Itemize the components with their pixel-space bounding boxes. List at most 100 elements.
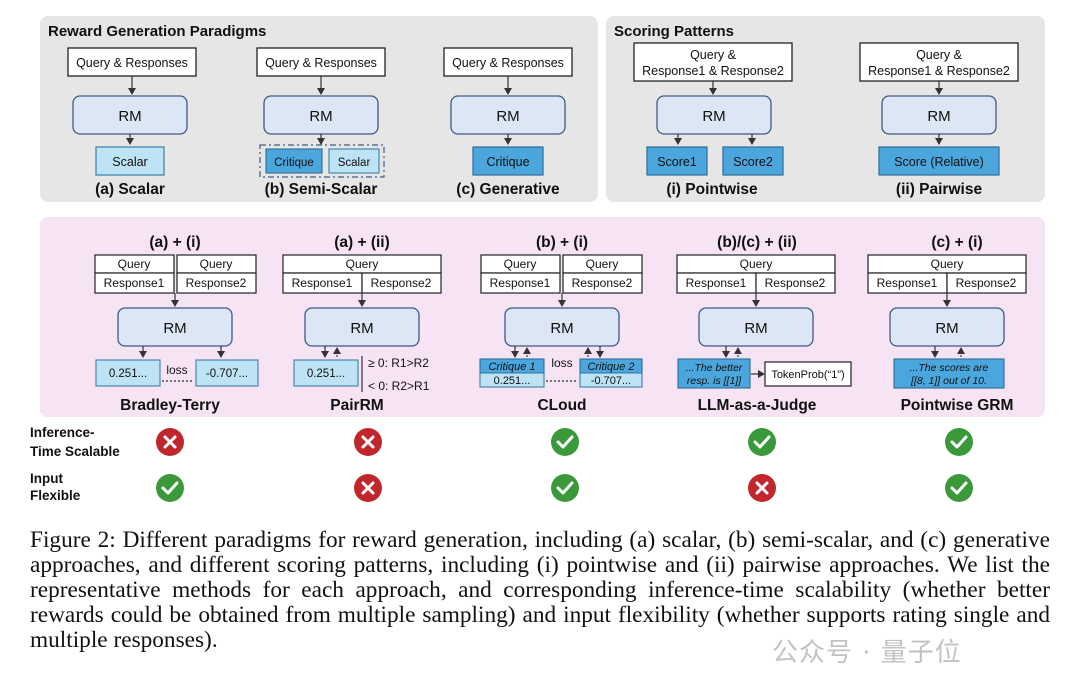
judge-critique-box xyxy=(677,358,751,389)
pairrm-cond2: < 0: R2>R1 xyxy=(368,379,430,393)
semi-scalar-critique-box xyxy=(265,148,323,174)
generative-output-box xyxy=(472,146,544,176)
pairrm-combo: (a) + (ii) xyxy=(334,234,390,251)
pairrm-rm-text: RM xyxy=(350,320,373,337)
pairrm-value-text: 0.251... xyxy=(307,368,345,380)
cross-icon xyxy=(156,428,184,456)
semi-scalar-scalar-box xyxy=(328,148,380,174)
bt-resp1-text: Response1 xyxy=(104,276,165,290)
grm-critique-line2: [[8, 1]] out of 10. xyxy=(910,375,987,387)
grm-rm-box xyxy=(889,307,1005,347)
grm-critique-line1: ...The scores are xyxy=(910,362,989,374)
grm-resp2-box xyxy=(946,272,1027,294)
bt-name: Bradley-Terry xyxy=(120,397,220,414)
pointwise-rm-box xyxy=(656,95,772,135)
cross-icon xyxy=(354,474,382,502)
scalar-label: (a) Scalar xyxy=(95,181,165,198)
generative-input-text: Query & Responses xyxy=(452,56,564,70)
pairrm-query-text: Query xyxy=(346,257,379,271)
cloud-value1-box xyxy=(479,372,545,388)
input-flexible-label-line2: Flexible xyxy=(30,488,81,503)
bt-rm-box xyxy=(117,307,233,347)
scalar-input-text: Query & Responses xyxy=(76,56,188,70)
check-icon xyxy=(945,474,973,502)
bt-query1-text: Query xyxy=(118,257,151,271)
judge-resp2-box xyxy=(755,272,836,294)
pointwise-input-line2: Response1 & Response2 xyxy=(642,64,784,78)
pairwise-score-text: Score (Relative) xyxy=(894,155,984,169)
grm-name: Pointwise GRM xyxy=(901,397,1014,414)
judge-tokenprob-box xyxy=(764,361,852,387)
grm-combo: (c) + (i) xyxy=(931,234,982,251)
scalar-output-text: Scalar xyxy=(112,155,147,169)
generative-output-text: Critique xyxy=(486,155,529,169)
cloud-resp2-box xyxy=(562,272,643,294)
pairrm-resp2-text: Response2 xyxy=(371,276,432,290)
bt-value2-text: -0.707... xyxy=(206,368,248,380)
generative-label: (c) Generative xyxy=(456,181,560,198)
bt-loss-text: loss xyxy=(166,363,187,377)
cloud-resp1-text: Response1 xyxy=(490,276,551,290)
pointwise-input-box xyxy=(633,42,793,82)
bt-rm-text: RM xyxy=(163,320,186,337)
judge-tokenprob-text: TokenProb(“1”) xyxy=(771,369,844,381)
generative-input-box xyxy=(443,47,573,77)
pairrm-rm-box xyxy=(304,307,420,347)
inference-scalable-label-line1: Inference- xyxy=(30,425,95,440)
pairrm-resp1-text: Response1 xyxy=(292,276,353,290)
semi-scalar-scalar-text: Scalar xyxy=(338,157,371,169)
bt-value1-text: 0.251... xyxy=(109,368,147,380)
cross-icon xyxy=(354,428,382,456)
pointwise-score1-text: Score1 xyxy=(657,155,697,169)
semi-scalar-critique-text: Critique xyxy=(274,157,314,169)
check-icon xyxy=(748,428,776,456)
judge-resp2-text: Response2 xyxy=(765,276,826,290)
input-flexible-label-line1: Input xyxy=(30,471,63,486)
cloud-rm-box xyxy=(504,307,620,347)
grm-critique-box xyxy=(893,358,1005,389)
pairrm-name: PairRM xyxy=(330,397,383,414)
pairrm-resp2-box xyxy=(361,272,442,294)
grm-resp2-text: Response2 xyxy=(956,276,1017,290)
judge-name: LLM-as-a-Judge xyxy=(698,397,817,414)
inference-scalable-label-line2: Time Scalable xyxy=(30,444,120,459)
scalar-output-box xyxy=(95,146,165,176)
check-icon xyxy=(945,428,973,456)
cloud-rm-text: RM xyxy=(550,320,573,337)
pointwise-score1-box xyxy=(646,146,708,176)
pairrm-cond1: ≥ 0: R1>R2 xyxy=(368,356,429,370)
pairwise-input-line1: Query & xyxy=(916,48,963,62)
pointwise-input-line1: Query & xyxy=(690,48,737,62)
cloud-name: CLoud xyxy=(537,397,586,414)
cloud-value2-box xyxy=(579,372,643,388)
scalar-input-box xyxy=(67,47,197,77)
bt-combo: (a) + (i) xyxy=(149,234,200,251)
check-icon xyxy=(551,428,579,456)
check-icon xyxy=(551,474,579,502)
semi-scalar-label: (b) Semi-Scalar xyxy=(265,181,378,198)
judge-critique-line2: resp. is [[1]] xyxy=(687,375,742,387)
cross-icon xyxy=(748,474,776,502)
cloud-value2-text: -0.707... xyxy=(591,375,631,387)
pairwise-input-box xyxy=(859,42,1019,82)
cloud-critique1-text: Critique 1 xyxy=(488,361,535,373)
pointwise-rm-text: RM xyxy=(702,108,725,125)
judge-combo: (b)/(c) + (ii) xyxy=(717,234,797,251)
cloud-combo: (b) + (i) xyxy=(536,234,588,251)
check-icon xyxy=(156,474,184,502)
bt-value1-box xyxy=(95,359,161,387)
generative-rm-text: RM xyxy=(496,108,519,125)
semi-scalar-group-box xyxy=(259,144,385,178)
cloud-resp2-text: Response2 xyxy=(572,276,633,290)
watermark: 公众号 · 量子位 xyxy=(772,638,962,668)
grm-rm-text: RM xyxy=(935,320,958,337)
pairwise-rm-text: RM xyxy=(927,108,950,125)
cloud-value1-text: 0.251... xyxy=(494,375,531,387)
status-icon-grid xyxy=(156,428,973,502)
judge-rm-box xyxy=(698,307,814,347)
cloud-loss-text: loss xyxy=(551,356,572,370)
scoring-patterns-title: Scoring Patterns xyxy=(614,23,734,40)
bt-query2-text: Query xyxy=(200,257,233,271)
scalar-rm-text: RM xyxy=(118,108,141,125)
